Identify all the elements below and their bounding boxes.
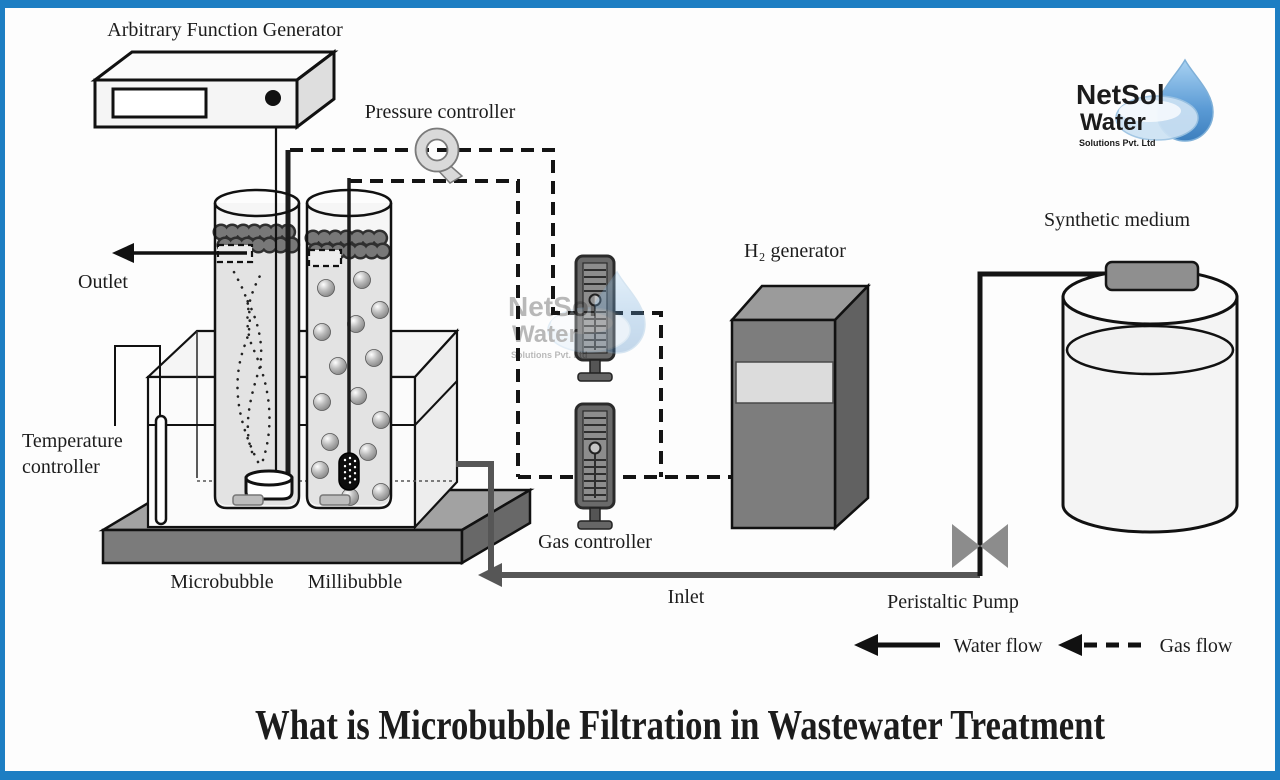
function-generator <box>90 48 339 131</box>
legend <box>854 634 1150 656</box>
water-flow-label: Water flow <box>954 635 1043 657</box>
page-title: What is Microbubble Filtration in Wastew… <box>255 703 1105 749</box>
inlet-pipe <box>456 461 980 587</box>
logo-name: NetSol <box>1076 79 1165 110</box>
column-foot <box>232 494 264 506</box>
generator-knob <box>265 90 281 106</box>
millibubble-column <box>304 178 395 510</box>
temperature-controller-label-2: controller <box>22 456 100 478</box>
water-flow-arrow <box>854 634 878 656</box>
logo-name2: Water <box>1080 109 1146 136</box>
tank-pipe <box>977 271 1112 576</box>
netsol-water-logo: NetSol Water Solutions Pvt. Ltd <box>1076 58 1214 148</box>
thermometer <box>114 345 168 526</box>
water-drop-icon <box>1115 58 1214 142</box>
sparger <box>338 452 360 491</box>
pressure-controller-icon <box>414 127 464 184</box>
gas-flow-arrow <box>1058 634 1082 656</box>
liquid-level <box>1065 324 1235 376</box>
peristaltic-pump-label: Peristaltic Pump <box>887 591 1019 613</box>
tank-cap <box>1104 260 1200 292</box>
millibubble-label: Millibubble <box>308 571 403 593</box>
microbubble-column <box>212 105 303 510</box>
gas-controller-icon-2 <box>574 402 616 530</box>
inlet-arrowhead <box>478 563 502 587</box>
h2-generator-label: H₂ generator <box>744 240 846 262</box>
peristaltic-pump-icon <box>952 524 1008 568</box>
inlet-label: Inlet <box>668 586 705 608</box>
function-generator-label: Arbitrary Function Generator <box>107 19 343 41</box>
generator-display <box>111 87 208 119</box>
port-2 <box>307 248 343 268</box>
gas-flow-label: Gas flow <box>1160 635 1233 657</box>
synthetic-medium-tank <box>977 260 1239 576</box>
diffuser-cup <box>244 469 294 501</box>
logo-tagline: Solutions Pvt. Ltd <box>1079 138 1156 148</box>
outlet-label: Outlet <box>78 271 128 293</box>
pressure-controller-label: Pressure controller <box>365 101 516 123</box>
water-bath <box>145 328 460 530</box>
synthetic-medium-label: Synthetic medium <box>1044 209 1191 231</box>
gas-controller-label: Gas controller <box>538 531 652 553</box>
outlet-arrow <box>112 243 247 263</box>
column-foot-2 <box>319 494 351 506</box>
temperature-controller-label-1: Temperature <box>22 430 123 452</box>
foam-layer <box>212 223 303 254</box>
microbubble-dots <box>229 264 271 464</box>
h2-generator <box>729 282 871 531</box>
h2-display-band <box>735 361 834 404</box>
microbubble-label: Microbubble <box>170 571 273 593</box>
